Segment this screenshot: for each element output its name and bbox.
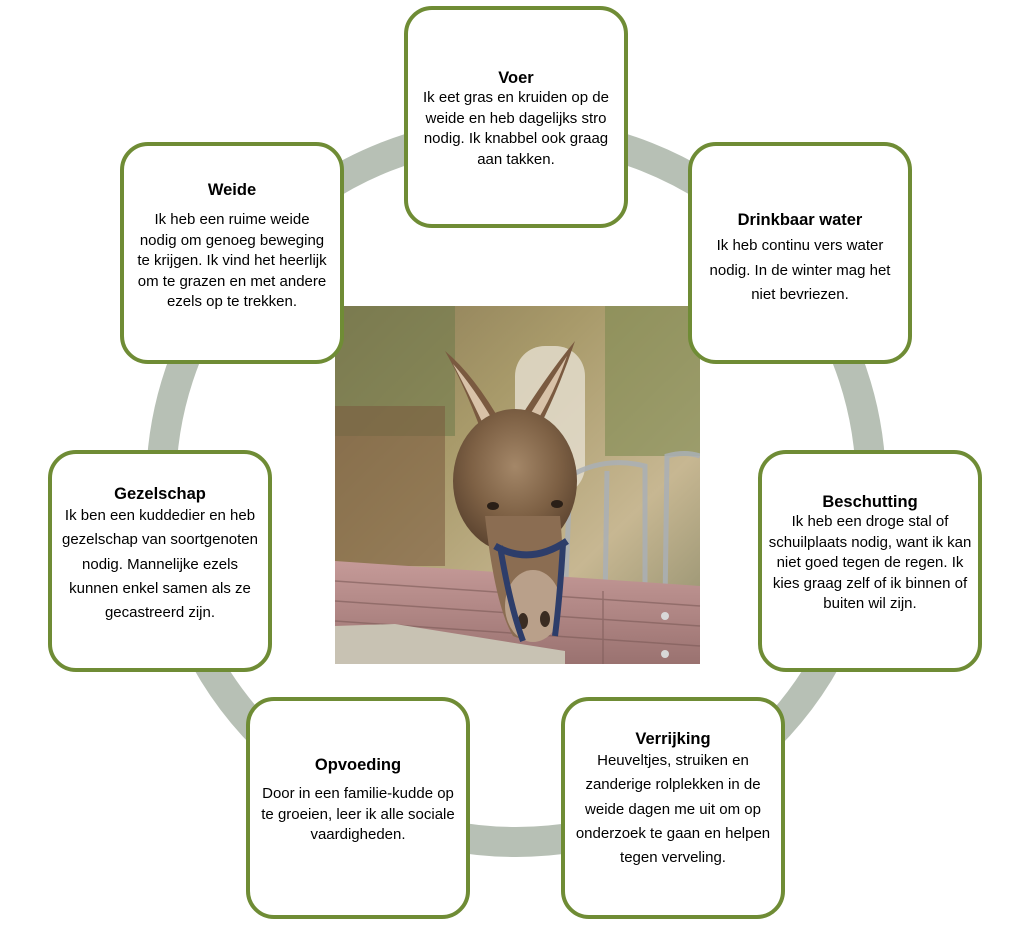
card-beschutting-title: Beschutting <box>822 493 918 511</box>
card-gezelschap: Gezelschap Ik ben een kuddedier en heb g… <box>48 450 272 672</box>
card-beschutting-text: Ik heb een droge stal of schuilplaats no… <box>768 513 972 612</box>
card-weide-title: Weide <box>207 181 257 199</box>
card-gezelschap-text: Ik ben een kuddedier en heb gezelschap v… <box>62 507 258 622</box>
card-drinkbaar-water-text: Ik heb continu vers water nodig. In de w… <box>709 237 891 303</box>
card-opvoeding-title: Opvoeding <box>314 756 402 774</box>
card-weide-text: Ik heb een ruime weide nodig om genoeg b… <box>137 211 327 310</box>
card-voer-text: Ik eet gras en kruiden op de weide en he… <box>423 89 609 168</box>
card-voer: Voer Ik eet gras en kruiden op de weide … <box>404 6 628 228</box>
card-drinkbaar-water: Drinkbaar water Ik heb continu vers wate… <box>688 142 912 364</box>
card-verrijking-title: Verrijking <box>635 730 711 748</box>
card-verrijking-text: Heuveltjes, struiken en zanderige rolple… <box>575 752 771 867</box>
card-gezelschap-title: Gezelschap <box>114 485 206 503</box>
card-beschutting: Beschutting Ik heb een droge stal of sch… <box>758 450 982 672</box>
donkey-photo <box>335 306 700 664</box>
card-drinkbaar-water-title: Drinkbaar water <box>737 211 863 229</box>
card-opvoeding: Opvoeding Door in een familie-kudde op t… <box>246 697 470 919</box>
card-opvoeding-text: Door in een familie-kudde op te groeien,… <box>261 785 455 843</box>
card-weide: Weide Ik heb een ruime weide nodig om ge… <box>120 142 344 364</box>
card-verrijking: Verrijking Heuveltjes, struiken en zande… <box>561 697 785 919</box>
card-voer-title: Voer <box>498 69 534 87</box>
